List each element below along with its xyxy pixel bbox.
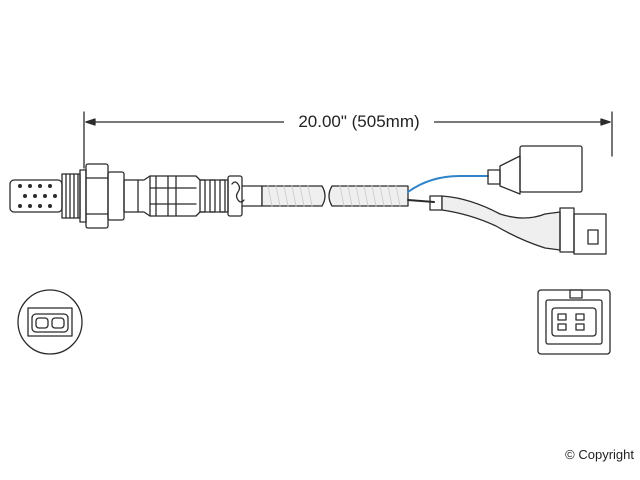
upper-connector bbox=[487, 145, 583, 195]
dimension-label: 20.00" (505mm) bbox=[284, 110, 434, 134]
cable-boot bbox=[227, 175, 263, 217]
plug-cable bbox=[429, 195, 561, 251]
cable-sleeve-right bbox=[328, 185, 409, 207]
plug-connector bbox=[559, 207, 607, 255]
sensor-hex-nut bbox=[85, 163, 125, 229]
copyright-notice: © Copyright bbox=[565, 447, 634, 462]
sensor-thread bbox=[61, 169, 87, 223]
sensor-end-view-icon bbox=[17, 289, 83, 355]
sensor-body bbox=[123, 175, 229, 217]
connector-face-icon bbox=[537, 289, 611, 355]
cable-sleeve-left bbox=[261, 185, 326, 207]
sensor-tip bbox=[9, 179, 63, 213]
dimension-line bbox=[83, 111, 613, 169]
